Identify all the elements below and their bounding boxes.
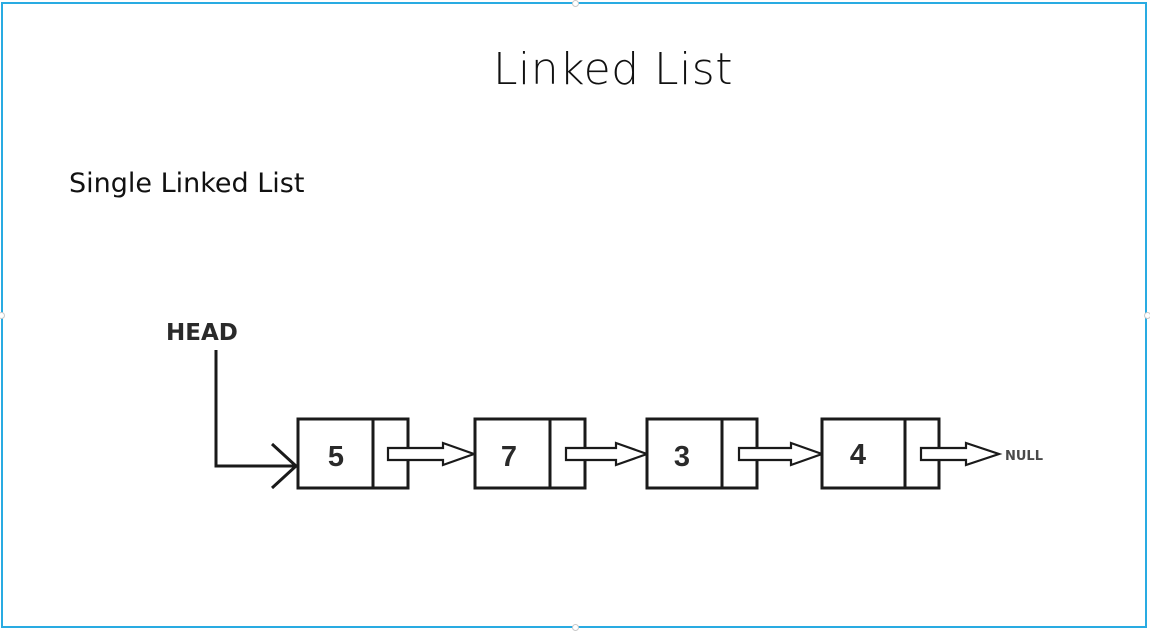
resize-handle-top[interactable] <box>572 0 579 7</box>
node-value: 7 <box>501 441 517 473</box>
resize-handle-left[interactable] <box>0 312 5 319</box>
next-pointer-arrow <box>564 441 651 467</box>
node-value: 4 <box>850 439 866 471</box>
slide-title: Linked List <box>493 44 733 95</box>
head-pointer-line <box>214 350 296 468</box>
resize-handle-right[interactable] <box>1144 312 1150 319</box>
node-value: 5 <box>328 441 344 473</box>
null-label: NULL <box>1005 449 1043 464</box>
slide-subtitle: Single Linked List <box>69 168 305 199</box>
node-value: 3 <box>674 441 690 473</box>
null-pointer-arrow <box>919 441 1003 467</box>
next-pointer-arrow <box>737 441 826 467</box>
next-pointer-arrow <box>386 441 478 467</box>
head-pointer-arrowhead <box>270 442 299 490</box>
head-label: HEAD <box>166 320 238 346</box>
